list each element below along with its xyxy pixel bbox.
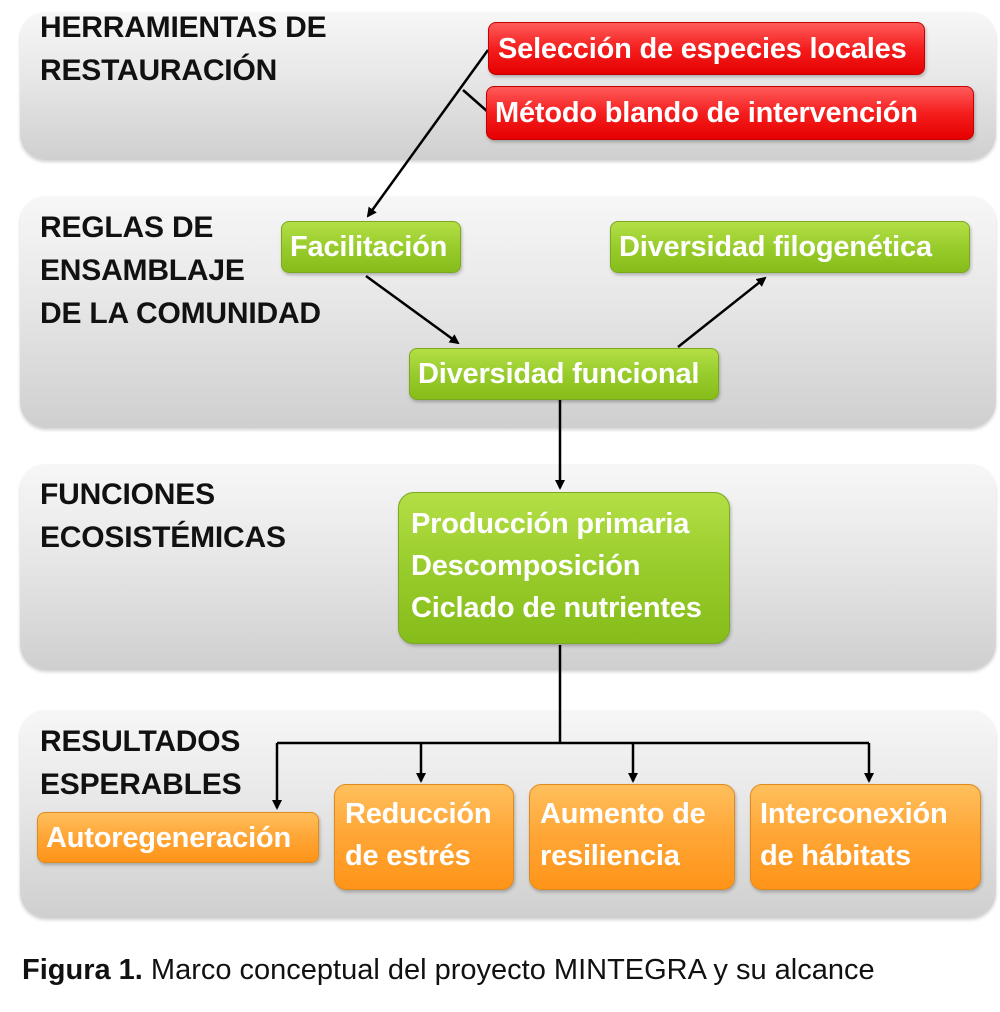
band-title-expected-results: RESULTADOS ESPERABLES [40, 725, 242, 801]
band-title-restoration-tools: HERRAMIENTAS DE RESTAURACIÓN [40, 11, 327, 87]
figure-caption-text: Marco conceptual del proyecto MINTEGRA y… [142, 954, 875, 986]
figure-caption-label: Figura 1. [22, 954, 143, 986]
band-title-ecosystem-functions: FUNCIONES ECOSISTÉMICAS [40, 478, 286, 554]
box-resilience: Aumento de resiliencia [529, 784, 735, 890]
box-ecosystem-functions: Producción primaria Descomposición Cicla… [398, 492, 730, 644]
box-stress-reduction: Reducción de estrés [334, 784, 514, 890]
box-autoregeneration: Autoregeneración [37, 812, 319, 863]
band-title-assembly-rules: REGLAS DE ENSAMBLAJE DE LA COMUNIDAD [40, 211, 321, 330]
box-species-selection: Selección de especies locales [488, 22, 925, 75]
box-functional-diversity: Diversidad funcional [409, 348, 719, 400]
figure-caption: Figura 1. Marco conceptual del proyecto … [22, 950, 875, 990]
box-facilitation: Facilitación [281, 221, 461, 273]
box-habitat-interconnection: Interconexión de hábitats [750, 784, 981, 890]
box-phylogenetic-diversity: Diversidad filogenética [610, 221, 970, 273]
box-soft-method: Método blando de intervención [486, 86, 974, 140]
